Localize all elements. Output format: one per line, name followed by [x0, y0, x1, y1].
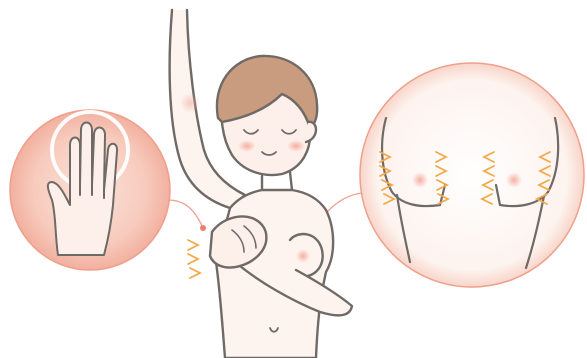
right-inset-left-nipple [412, 172, 428, 188]
underarm-highlight [180, 93, 200, 113]
left-connector-dot [200, 225, 206, 231]
side-press-arrows-icon [188, 240, 200, 278]
right-inset [360, 63, 584, 287]
left-inset [10, 110, 170, 270]
left-cheek-blush [238, 140, 256, 152]
right-inset-circle [360, 63, 584, 287]
right-inset-right-nipple [506, 172, 522, 188]
woman-raised-arm-self-exam-icon [170, 10, 352, 358]
left-connector-line [168, 200, 203, 228]
right-cheek-blush [287, 140, 305, 152]
nipple [296, 249, 310, 263]
